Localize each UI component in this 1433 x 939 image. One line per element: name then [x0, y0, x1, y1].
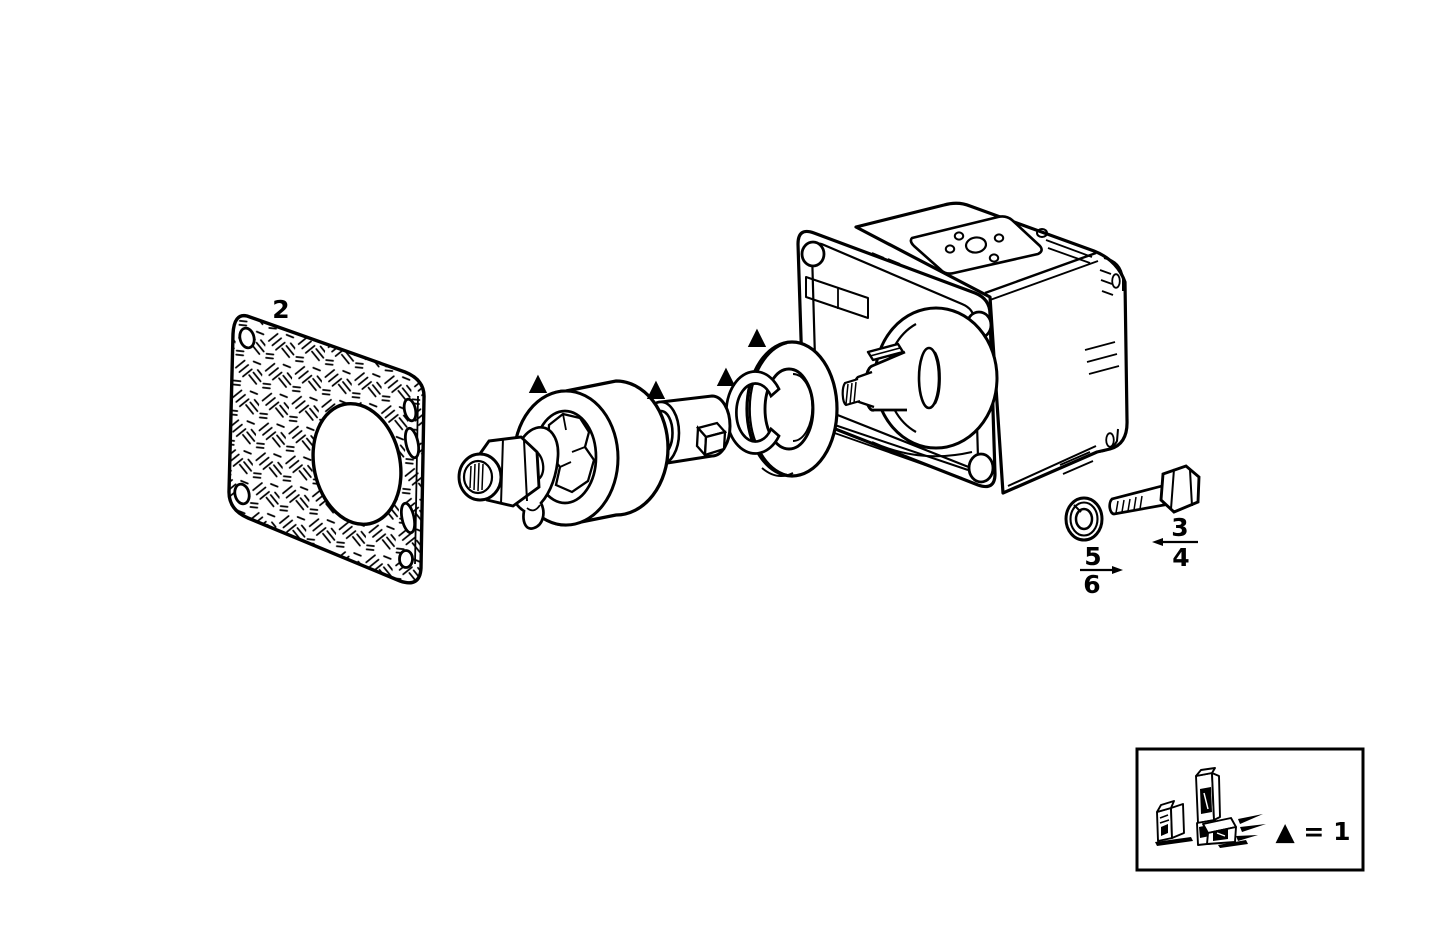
pump-shaft-boss — [841, 306, 999, 458]
shaft-nut-assembly — [457, 425, 560, 530]
legend-equivalence-text: ▲ = 1 — [1276, 817, 1351, 846]
bolt-shank — [1108, 484, 1166, 516]
callout-bolt-top: 3 — [1171, 513, 1188, 542]
triangle-marker-coupling: ▲ — [529, 368, 548, 396]
pump-top-pad — [909, 215, 1048, 275]
callout-arrow-right — [1112, 566, 1123, 574]
triangle-marker-sleeve: ▲ — [647, 374, 666, 402]
callout-arrow-left — [1152, 538, 1163, 546]
triangle-marker-snap-ring: ▲ — [717, 361, 736, 389]
triangle-marker-disc: ▲ — [748, 322, 767, 350]
snap-ring — [724, 370, 781, 455]
sleeve-key-block — [695, 421, 728, 458]
legend: ▲ = 1 — [1135, 747, 1365, 872]
spring-washer — [1064, 496, 1104, 542]
thrust-disc — [745, 340, 839, 478]
callout-gasket: 2 — [272, 295, 289, 324]
gasket-center-hole — [311, 401, 403, 527]
pump-assembly — [796, 201, 1129, 495]
callout-bolt-bottom: 4 — [1172, 543, 1189, 572]
hex-bolt — [1108, 464, 1201, 516]
callout-washer-top: 5 — [1084, 542, 1101, 571]
callout-washer-bottom: 6 — [1083, 570, 1100, 599]
bolt-head — [1159, 464, 1201, 514]
gasket — [227, 313, 426, 585]
callout-bolt: 3 4 — [1152, 513, 1198, 572]
flexible-coupling — [512, 379, 670, 527]
legend-kit-packages — [1155, 767, 1266, 848]
callout-washer: 5 6 — [1080, 542, 1123, 599]
